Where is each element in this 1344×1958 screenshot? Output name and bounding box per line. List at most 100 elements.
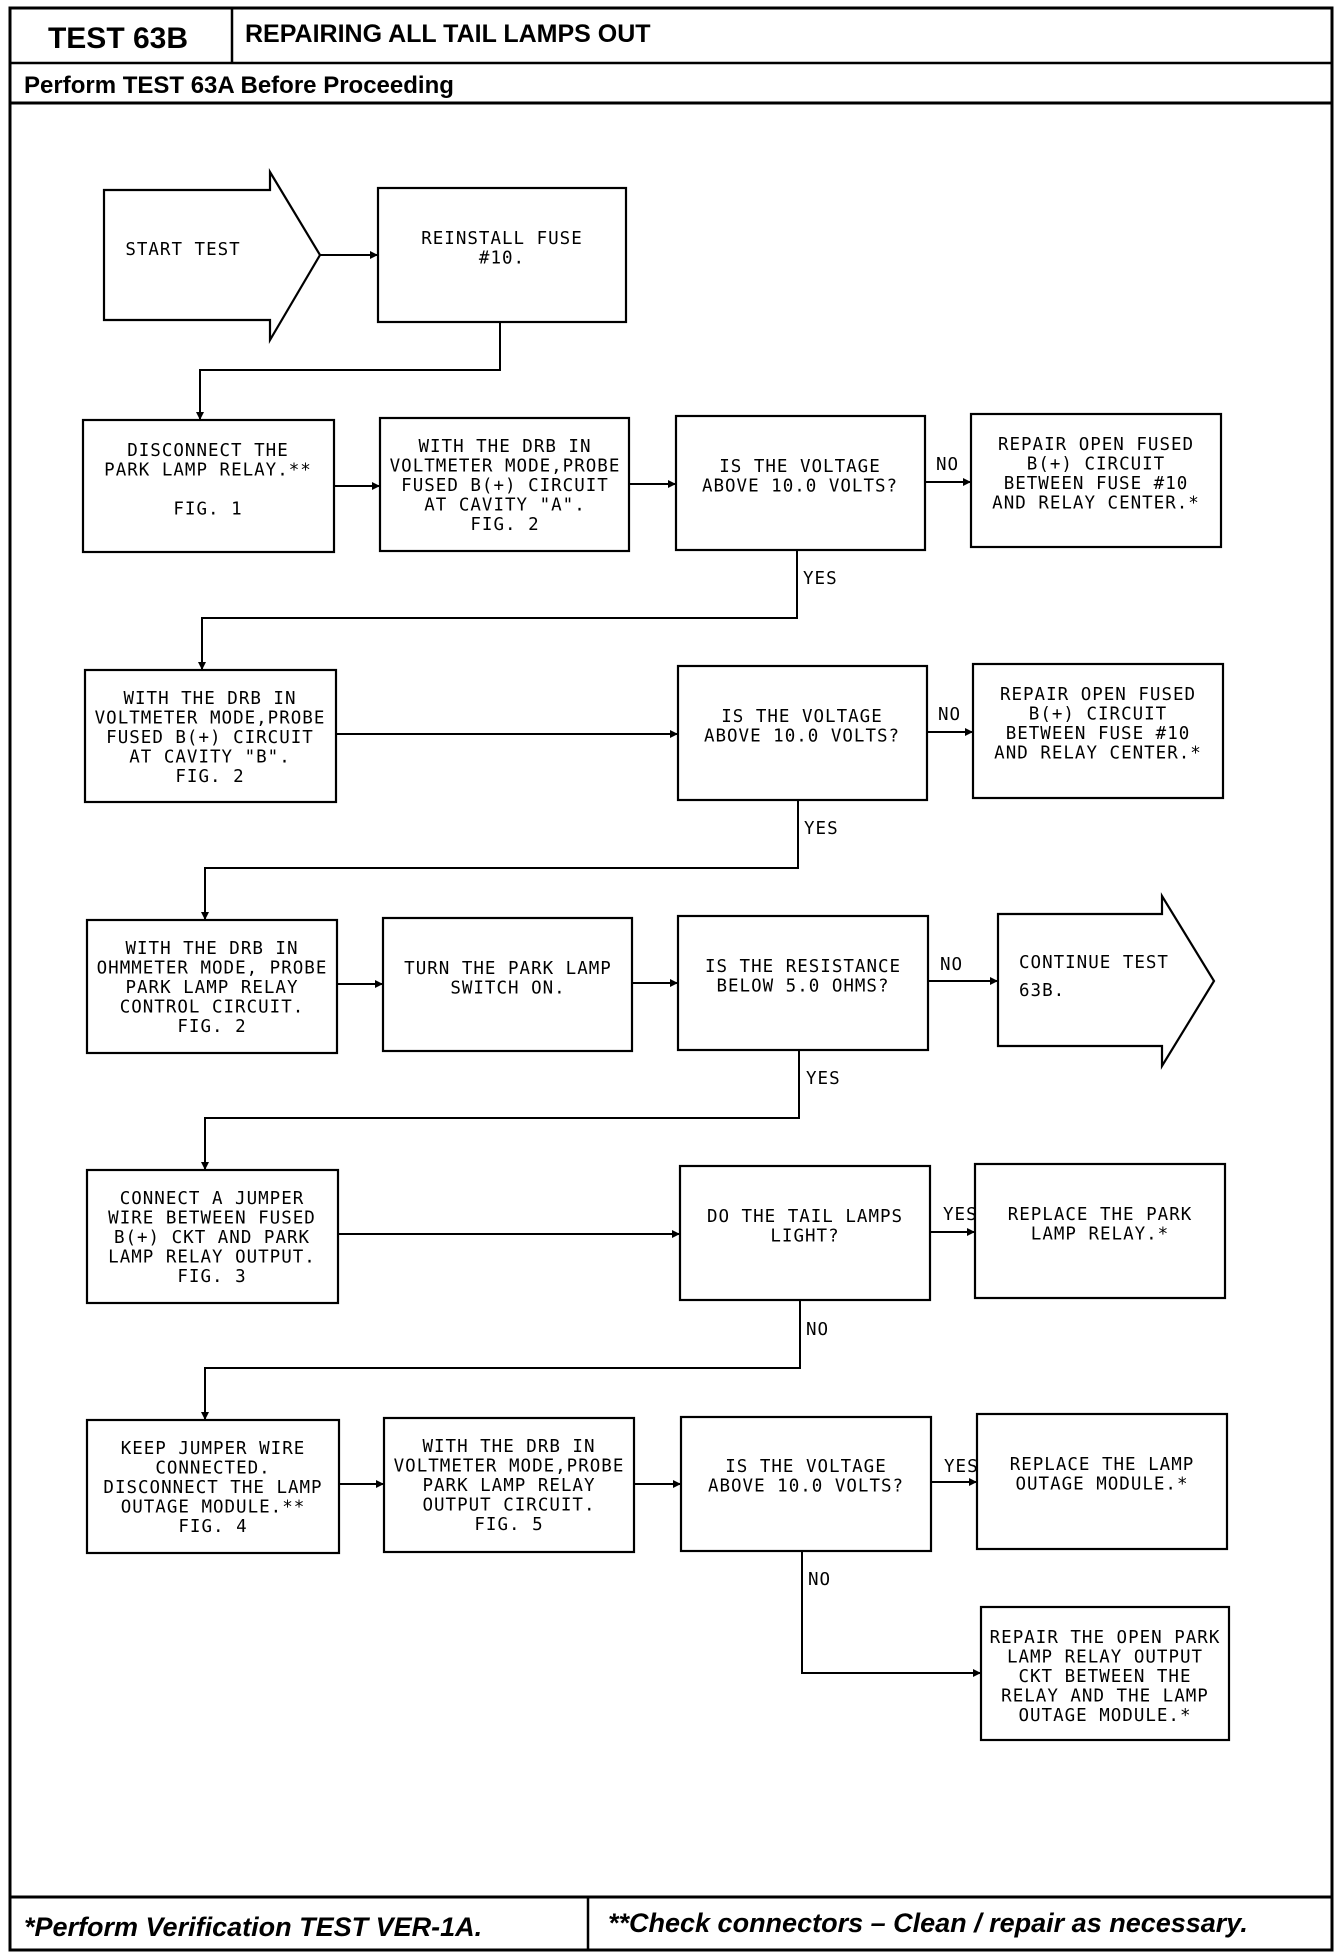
node-line: 63B. [1019, 981, 1065, 1001]
edge-q-resistance-yes [201, 1050, 800, 1170]
box-q-voltage-2 [676, 664, 929, 802]
node-line: REPLACE THE LAMP [1010, 1455, 1195, 1475]
node-line: AT CAVITY "A". [424, 496, 586, 516]
node-line: START TEST [125, 240, 240, 260]
node-line: FIG. 2 [470, 515, 539, 535]
node-line: IS THE RESISTANCE [705, 957, 901, 977]
box-connect-jumper [85, 1168, 340, 1305]
edge-fuse-to-disconnect [196, 322, 501, 420]
node-line: OUTAGE MODULE.* [1015, 1475, 1188, 1495]
box-ohmmeter-probe [85, 918, 339, 1055]
node-line: AND RELAY CENTER.* [994, 744, 1202, 764]
node-line: FIG. 4 [178, 1517, 247, 1537]
node-text-continue-test: CONTINUE TEST 63B. [1019, 953, 1169, 1001]
node-line: WITH THE DRB IN [123, 689, 296, 709]
node-line: FIG. 2 [175, 767, 244, 787]
node-line: LIGHT? [770, 1227, 839, 1247]
node-line: IS THE VOLTAGE [721, 707, 883, 727]
node-text-reinstall-fuse: REINSTALL FUSE#10. [421, 229, 583, 269]
node-line: CONNECT A JUMPER [120, 1189, 305, 1209]
node-line: PARK LAMP RELAY.** [104, 461, 312, 481]
node-line: VOLTMETER MODE,PROBE [394, 1457, 625, 1477]
box-q-tail-lamps [678, 1164, 932, 1302]
continue-arrow-shape [996, 892, 1216, 1070]
node-line: WITH THE DRB IN [125, 939, 298, 959]
box-reinstall-fuse [376, 186, 628, 324]
node-line: FIG. 1 [173, 500, 242, 520]
label-q3-yes: YES [944, 1457, 979, 1477]
node-line: FIG. 3 [177, 1267, 246, 1287]
box-disconnect-relay [81, 418, 336, 554]
box-repair-output [979, 1605, 1231, 1742]
test-id: TEST 63B [48, 22, 188, 55]
label-q-resistance-no: NO [940, 955, 963, 975]
node-line: FUSED B(+) CIRCUIT [401, 476, 609, 496]
edge-q1-yes [198, 550, 798, 670]
node-line: DISCONNECT THE LAMP [103, 1478, 322, 1498]
node-line: REPLACE THE PARK [1008, 1205, 1193, 1225]
node-line: ABOVE 10.0 VOLTS? [702, 477, 898, 497]
outer-frame [8, 6, 1334, 1952]
node-line: BETWEEN FUSE #10 [1004, 474, 1189, 494]
box-probe-cavity-b [83, 668, 338, 804]
node-line: AT CAVITY "B". [129, 748, 291, 768]
node-line: OUTAGE MODULE.** [121, 1498, 306, 1518]
node-line: TURN THE PARK LAMP [404, 959, 612, 979]
node-line: CKT BETWEEN THE [1018, 1667, 1191, 1687]
label-q2-yes: YES [804, 819, 839, 839]
node-line: REPAIR OPEN FUSED [998, 435, 1194, 455]
node-line: BELOW 5.0 OHMS? [716, 977, 889, 997]
node-line: PARK LAMP RELAY [125, 978, 298, 998]
label-q-tail-yes: YES [943, 1205, 978, 1225]
node-line: VOLTMETER MODE,PROBE [95, 709, 326, 729]
node-line: PARK LAMP RELAY [422, 1476, 595, 1496]
footnote-verification: *Perform Verification TEST VER-1A. [24, 1912, 482, 1942]
node-line: DISCONNECT THE [127, 441, 289, 461]
start-arrow-shape [102, 168, 322, 345]
label-q2-no: NO [938, 705, 961, 725]
node-line: REPAIR OPEN FUSED [1000, 685, 1196, 705]
test-title: REPAIRING ALL TAIL LAMPS OUT [245, 20, 651, 48]
box-replace-relay [973, 1162, 1227, 1300]
node-line: CONTROL CIRCUIT. [120, 998, 305, 1018]
node-line: B(+) CKT AND PARK [114, 1228, 310, 1248]
box-repair-fused-1 [969, 412, 1223, 549]
footnote-connectors: **Check connectors – Clean / repair as n… [608, 1908, 1248, 1938]
box-probe-output [382, 1416, 636, 1554]
node-line: OHMMETER MODE, PROBE [97, 959, 328, 979]
node-line: LAMP RELAY OUTPUT. [108, 1248, 316, 1268]
box-probe-cavity-a [378, 416, 631, 553]
node-text-start: START TEST [125, 240, 240, 260]
node-line: WITH THE DRB IN [422, 1437, 595, 1457]
box-q-resistance [676, 914, 930, 1052]
node-line: CONNECTED. [155, 1459, 270, 1479]
node-line: FIG. 5 [474, 1515, 543, 1535]
node-line: FUSED B(+) CIRCUIT [106, 728, 314, 748]
box-q-voltage-3 [679, 1415, 933, 1553]
node-line: REINSTALL FUSE [421, 229, 583, 249]
node-line: IS THE VOLTAGE [725, 1457, 887, 1477]
node-line: ABOVE 10.0 VOLTS? [708, 1477, 904, 1497]
node-line: DO THE TAIL LAMPS [707, 1207, 903, 1227]
node-line: CONTINUE TEST [1019, 953, 1169, 973]
label-q3-no: NO [808, 1570, 831, 1590]
node-line: REPAIR THE OPEN PARK [990, 1628, 1221, 1648]
node-line: AND RELAY CENTER.* [992, 494, 1200, 514]
node-line: VOLTMETER MODE,PROBE [390, 457, 621, 477]
label-q1-no: NO [936, 455, 959, 475]
node-line: LAMP RELAY.* [1031, 1225, 1169, 1245]
node-line: BETWEEN FUSE #10 [1006, 724, 1191, 744]
node-line: ABOVE 10.0 VOLTS? [704, 727, 900, 747]
node-line: IS THE VOLTAGE [719, 457, 881, 477]
